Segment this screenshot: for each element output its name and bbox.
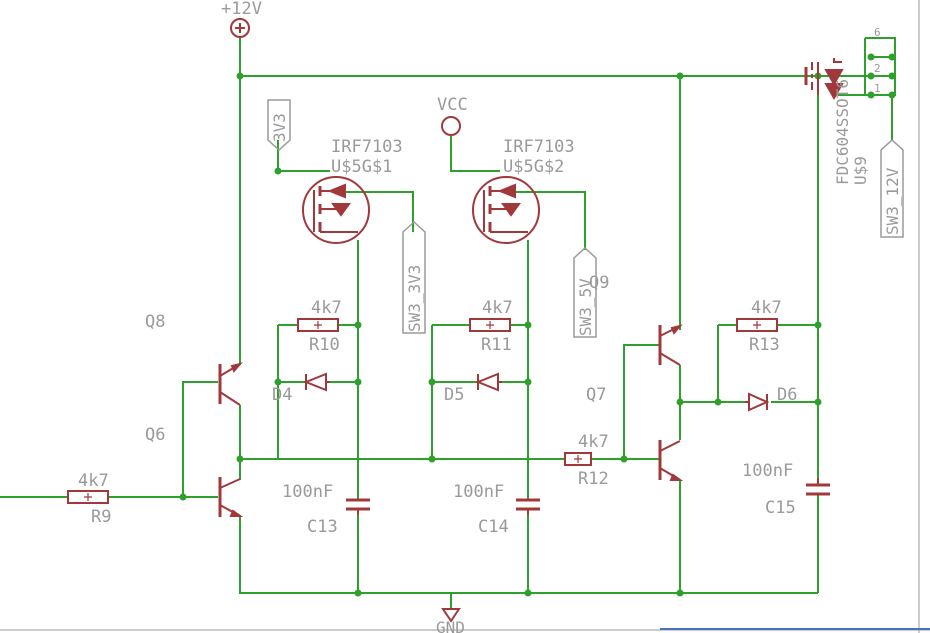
c15-value: 100nF bbox=[742, 461, 793, 481]
resistor-r12 bbox=[564, 452, 592, 466]
r13-value: 4k7 bbox=[751, 298, 782, 318]
c13-value: 100nF bbox=[282, 482, 333, 502]
junctions bbox=[179, 53, 896, 597]
label-12v: +12V bbox=[221, 0, 262, 19]
label-gnd: GND bbox=[436, 618, 465, 633]
transistor-q7-upper bbox=[658, 324, 683, 366]
capacitor-c14 bbox=[516, 498, 540, 515]
mosfet-u5g1 bbox=[302, 176, 370, 244]
c14-name: C14 bbox=[478, 517, 509, 537]
c13-name: C13 bbox=[307, 517, 338, 537]
mosfet-u9 bbox=[804, 58, 844, 101]
label-q8: Q8 bbox=[145, 312, 165, 332]
flag-sw3-12v: SW3_12V bbox=[883, 167, 902, 235]
label-d6: D6 bbox=[777, 385, 797, 405]
capacitor-c15 bbox=[806, 478, 830, 496]
pin-2: 2 bbox=[874, 62, 881, 75]
diode-d6 bbox=[745, 392, 770, 412]
r12-value: 4k7 bbox=[578, 432, 609, 452]
r11-name: R11 bbox=[481, 335, 512, 355]
r12-name: R12 bbox=[578, 469, 609, 489]
diode-d5 bbox=[475, 372, 502, 392]
label-d4: D4 bbox=[272, 385, 292, 405]
r9-value: 4k7 bbox=[78, 471, 109, 491]
r11-value: 4k7 bbox=[482, 298, 513, 318]
c15-name: C15 bbox=[765, 498, 796, 518]
symbols bbox=[67, 18, 844, 623]
pin-6: 6 bbox=[874, 26, 881, 39]
resistor-r13 bbox=[736, 318, 778, 332]
resistor-r9 bbox=[67, 490, 109, 504]
diode-d4 bbox=[303, 372, 330, 392]
label-d5: D5 bbox=[444, 385, 464, 405]
u9-name: U$9 bbox=[851, 156, 870, 185]
pin-1: 1 bbox=[874, 82, 881, 95]
u9-value: FDC604SSOT6 bbox=[833, 79, 852, 185]
u5g1-name: U$5G$1 bbox=[331, 157, 392, 177]
label-q7: Q7 bbox=[586, 385, 606, 405]
flag-sw3-3v3: SW3_3V3 bbox=[405, 265, 424, 332]
resistor-r11 bbox=[469, 318, 511, 332]
transistor-q6 bbox=[218, 477, 244, 517]
label-vcc: VCC bbox=[437, 95, 468, 115]
r13-name: R13 bbox=[749, 335, 780, 355]
power-12v-symbol bbox=[230, 18, 250, 38]
resistor-r10 bbox=[297, 318, 339, 332]
flag-3v3: 3V3 bbox=[270, 113, 289, 142]
net-flags bbox=[267, 99, 904, 338]
wires bbox=[0, 37, 896, 608]
u5g2-value: IRF7103 bbox=[503, 137, 575, 157]
label-q9: Q9 bbox=[589, 273, 609, 293]
mosfet-u5g2 bbox=[472, 176, 540, 244]
r10-name: R10 bbox=[309, 335, 340, 355]
u5g1-value: IRF7103 bbox=[331, 137, 403, 157]
r10-value: 4k7 bbox=[311, 298, 342, 318]
gnd-symbol bbox=[441, 608, 461, 623]
flag-sw3-5v: SW3_5V bbox=[576, 278, 595, 336]
labels: +12V VCC GND 3V3 SW3_3V3 SW3_5V SW3_12V … bbox=[78, 0, 902, 633]
r9-name: R9 bbox=[91, 507, 111, 527]
transistor-q7-lower bbox=[658, 440, 684, 481]
capacitor-c13 bbox=[346, 498, 370, 515]
transistor-q8 bbox=[218, 362, 243, 406]
u5g2-name: U$5G$2 bbox=[503, 157, 564, 177]
vcc-symbol bbox=[441, 116, 461, 136]
c14-value: 100nF bbox=[453, 482, 504, 502]
label-q6: Q6 bbox=[145, 425, 165, 445]
